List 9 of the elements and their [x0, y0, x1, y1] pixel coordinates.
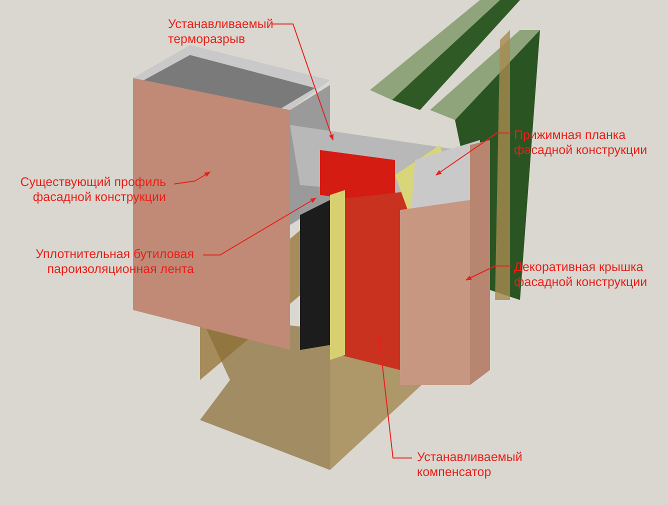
leader-line — [202, 198, 317, 256]
callout-label: Уплотнительная бутиловая пароизоляционная лента — [4, 247, 194, 277]
leader-line — [272, 24, 334, 141]
callout-label: Устанавливаемый терморазрыв — [168, 17, 303, 47]
leader-line — [377, 335, 412, 458]
leader-line — [465, 266, 512, 280]
callout-label: Устанавливаемый компенсатор — [417, 450, 547, 480]
leader-line — [174, 172, 211, 184]
leader-line — [436, 132, 512, 176]
